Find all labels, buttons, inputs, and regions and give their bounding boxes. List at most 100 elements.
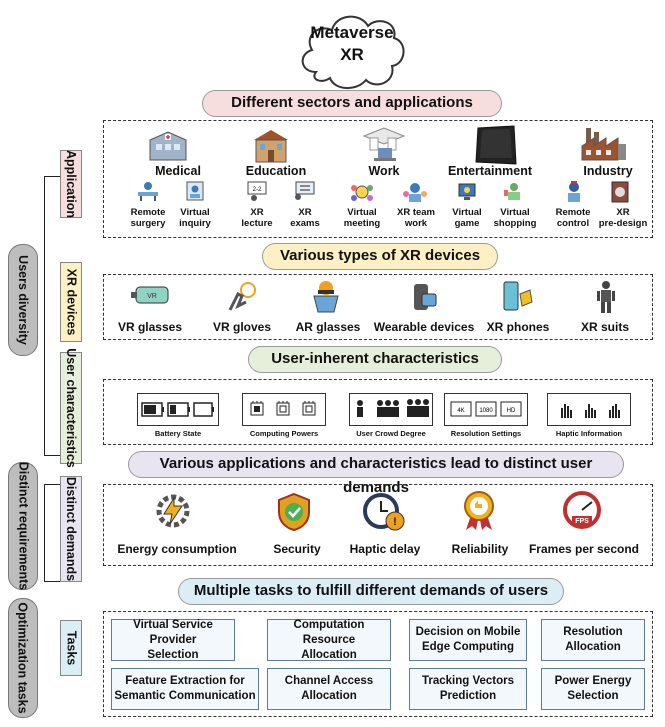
- application-label: Application: [60, 150, 82, 218]
- device-label-xr-suits: XR suits: [580, 320, 629, 334]
- vr-glasses-tag: VR: [147, 293, 157, 300]
- fps-gauge-icon: FPS: [563, 491, 601, 529]
- remote-control-icon: [568, 181, 580, 202]
- tasks-label: Tasks: [60, 620, 82, 676]
- demands-banner: Various applications and characteristics…: [128, 451, 624, 496]
- factory-icon: [581, 128, 626, 161]
- demand-label-energy: Energy consumption: [117, 542, 237, 556]
- users-diversity-bracket: [44, 176, 62, 456]
- sector-name-industry: Industry: [583, 164, 633, 178]
- computing-powers-box: Computing Powers: [242, 393, 326, 438]
- entertainment-screen-icon: [475, 125, 517, 165]
- battery-icon: [141, 402, 214, 417]
- xr-pre-design-icon: [611, 181, 629, 203]
- char-label-computing: Computing Powers: [249, 429, 319, 438]
- virtual-meeting-icon: [351, 185, 373, 201]
- char-label-battery: Battery State: [154, 429, 202, 438]
- haptic-delay-clock-icon: !: [363, 493, 405, 531]
- title-line-2: XR: [340, 45, 364, 64]
- sectors-banner: Different sectors and applications: [202, 90, 502, 117]
- char-label-crowd: User Crowd Degree: [356, 429, 426, 438]
- school-icon: [254, 130, 288, 163]
- characteristics-box: [103, 379, 653, 445]
- sector-name-entertainment: Entertainment: [447, 164, 533, 178]
- xr-suits-icon: [597, 281, 615, 313]
- demand-label-fps: Frames per second: [528, 542, 640, 556]
- optimization-tasks-label: Optimization tasks: [16, 602, 31, 714]
- wearable-devices-icon: [414, 284, 437, 310]
- virtual-game-icon: [458, 183, 476, 200]
- tasks-banner: Multiple tasks to fulfill different dema…: [178, 578, 564, 605]
- users-diversity-label: Users diversity: [16, 255, 31, 345]
- device-label-vr-gloves: VR gloves: [212, 320, 272, 334]
- distinct-demands-label: Distinct demands: [60, 476, 82, 582]
- char-label-resolution: Resolution Settings: [450, 429, 522, 438]
- cpu-icon: [250, 401, 316, 416]
- resolution-tag-4k: 4K: [457, 408, 464, 414]
- ar-glasses-icon: [313, 281, 339, 313]
- xr-devices-label: XR devices: [60, 262, 82, 342]
- office-icon: [362, 127, 406, 161]
- title-line-1: Metaverse: [310, 23, 394, 42]
- sector-name-work: Work: [368, 164, 400, 178]
- demand-label-reliability: Reliability: [451, 542, 509, 556]
- devices-box: [103, 274, 653, 340]
- device-label-vr-glasses: VR glasses: [117, 320, 183, 334]
- energy-gear-icon: [156, 494, 190, 528]
- security-shield-icon: [278, 492, 310, 532]
- svg-text:!: !: [393, 516, 397, 528]
- distinct-requirements-label: Distinct requirements: [16, 461, 31, 591]
- sector-name-education: Education: [245, 164, 307, 178]
- demand-label-security: Security: [273, 542, 321, 556]
- xr-team-work-icon: [403, 183, 427, 202]
- virtual-inquiry-icon: [186, 181, 204, 201]
- resolution-icon: 4K 1080 HD: [450, 401, 522, 417]
- virtual-shopping-icon: [504, 183, 520, 200]
- tasks-box: [103, 611, 653, 717]
- xr-lecture-icon: 2-2: [247, 181, 267, 201]
- vr-gloves-icon: [228, 282, 256, 311]
- fps-tag: FPS: [575, 518, 589, 525]
- haptic-information-box: Haptic Information: [547, 393, 631, 438]
- cloud-shape: [301, 15, 405, 89]
- haptic-hand-icon: [561, 404, 620, 418]
- devices-banner: Various types of XR devices: [262, 243, 498, 270]
- remote-surgery-icon: [138, 182, 158, 201]
- char-label-haptic: Haptic Information: [555, 429, 623, 438]
- characteristics-banner: User-inherent characteristics: [248, 346, 502, 373]
- demand-label-haptic-delay: Haptic delay: [349, 542, 421, 556]
- device-label-ar-glasses: AR glasses: [295, 320, 361, 334]
- users-diversity-pill: Users diversity: [8, 244, 38, 356]
- user-crowd-degree-box: User Crowd Degree: [349, 393, 433, 438]
- resolution-settings-box: 4K 1080 HD Resolution Settings: [444, 393, 528, 438]
- hospital-icon: [149, 131, 187, 161]
- demands-box: [103, 484, 653, 566]
- battery-state-box: Battery State: [137, 393, 219, 438]
- distinct-requirements-pill: Distinct requirements: [8, 462, 38, 590]
- optimization-tasks-pill: Optimization tasks: [8, 598, 38, 718]
- resolution-tag-hd: HD: [507, 408, 516, 414]
- sector-name-medical: Medical: [155, 164, 201, 178]
- reliability-badge-icon: [464, 491, 494, 530]
- device-label-wearable-devices: Wearable devices: [373, 320, 475, 334]
- device-label-xr-phones: XR phones: [486, 320, 550, 334]
- resolution-tag-1080: 1080: [479, 408, 493, 414]
- xr-phones-icon: [503, 281, 533, 311]
